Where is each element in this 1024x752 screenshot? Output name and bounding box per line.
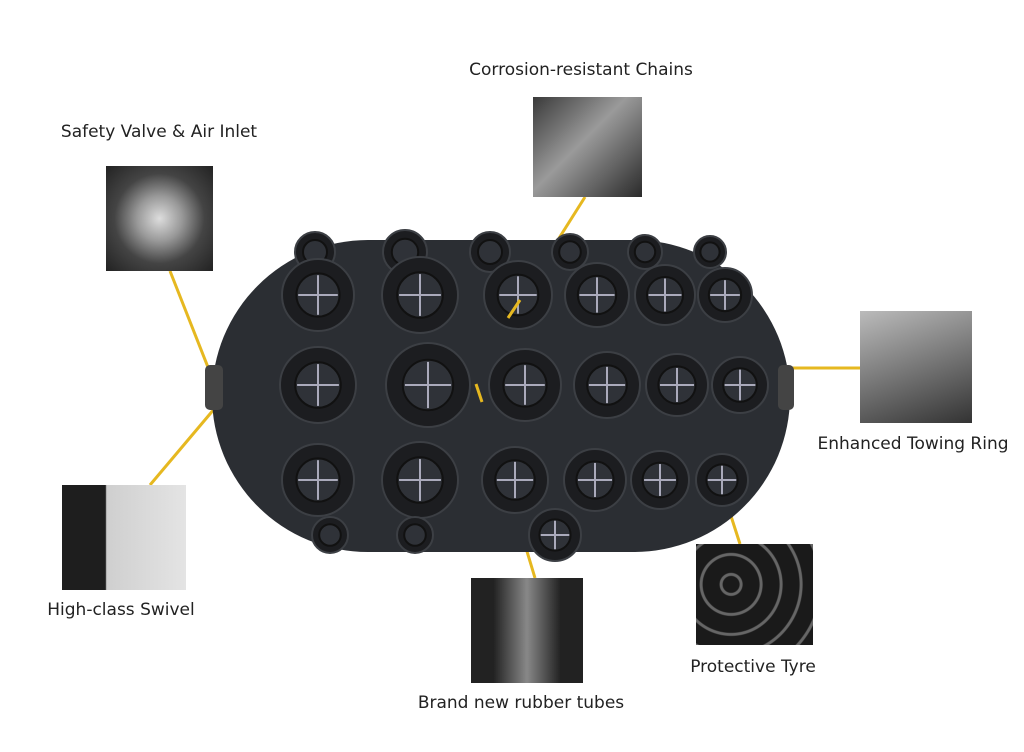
tyre (645, 353, 709, 417)
tyre (528, 508, 582, 562)
tyre (483, 260, 553, 330)
tyre (693, 235, 727, 269)
label-towing: Enhanced Towing Ring (817, 434, 1009, 454)
tyre-grid (279, 229, 769, 562)
tyre (627, 234, 663, 270)
tyre (563, 448, 627, 512)
rubber-tube-photo (471, 578, 583, 683)
towing-end-right (778, 365, 794, 410)
tyre (381, 256, 459, 334)
label-chains: Corrosion-resistant Chains (469, 60, 693, 80)
chain-shackle-photo (533, 97, 642, 197)
towing-ring-caliper-photo (860, 311, 972, 423)
tyre (469, 231, 511, 273)
tyre (311, 516, 349, 554)
valve-flange-photo (106, 166, 213, 271)
tyre (396, 516, 434, 554)
swivel-end-left (205, 365, 223, 410)
tyre (630, 450, 690, 510)
tyre (385, 342, 471, 428)
label-tyre: Protective Tyre (690, 657, 816, 677)
tyre (551, 233, 589, 271)
label-valve: Safety Valve & Air Inlet (60, 122, 258, 142)
tyre (564, 262, 630, 328)
tyre (697, 267, 753, 323)
tyre (481, 446, 549, 514)
tyre (281, 258, 355, 332)
label-swivel: High-class Swivel (47, 600, 195, 620)
tyre (281, 443, 355, 517)
tyre (573, 351, 641, 419)
tyre (695, 453, 749, 507)
swivel-photo (62, 485, 186, 590)
label-tubes: Brand new rubber tubes (417, 693, 625, 713)
tyre (711, 356, 769, 414)
leader-line-swivel (148, 407, 217, 486)
tyre (279, 346, 357, 424)
tyre (488, 348, 562, 422)
tyre-stack-photo (696, 544, 813, 645)
tyre (381, 441, 459, 519)
tyre (634, 264, 696, 326)
